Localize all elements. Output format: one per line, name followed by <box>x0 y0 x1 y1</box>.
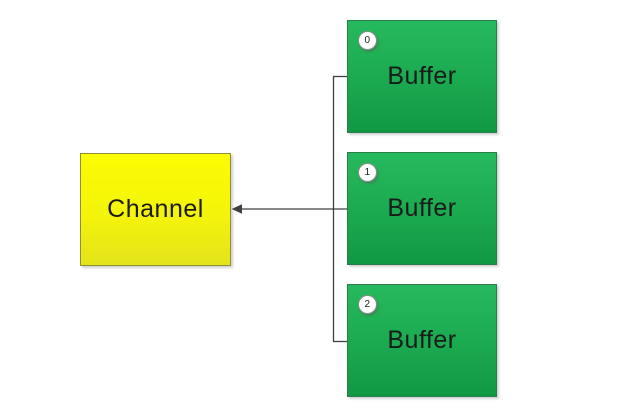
buffer-label: Buffer <box>387 194 457 222</box>
buffer-node-2[interactable]: 2 Buffer <box>347 284 497 397</box>
buffer-index-badge: 1 <box>358 163 377 182</box>
buffer-node-1[interactable]: 1 Buffer <box>347 152 497 265</box>
arrow-head-icon <box>231 204 242 214</box>
channel-label: Channel <box>107 195 204 223</box>
channel-node[interactable]: Channel <box>80 153 231 266</box>
buffer-node-0[interactable]: 0 Buffer <box>347 20 497 133</box>
buffer-index-badge: 2 <box>358 295 377 314</box>
buffer-index-badge: 0 <box>358 31 377 50</box>
buffer-label: Buffer <box>387 62 457 90</box>
buffer-label: Buffer <box>387 326 457 354</box>
